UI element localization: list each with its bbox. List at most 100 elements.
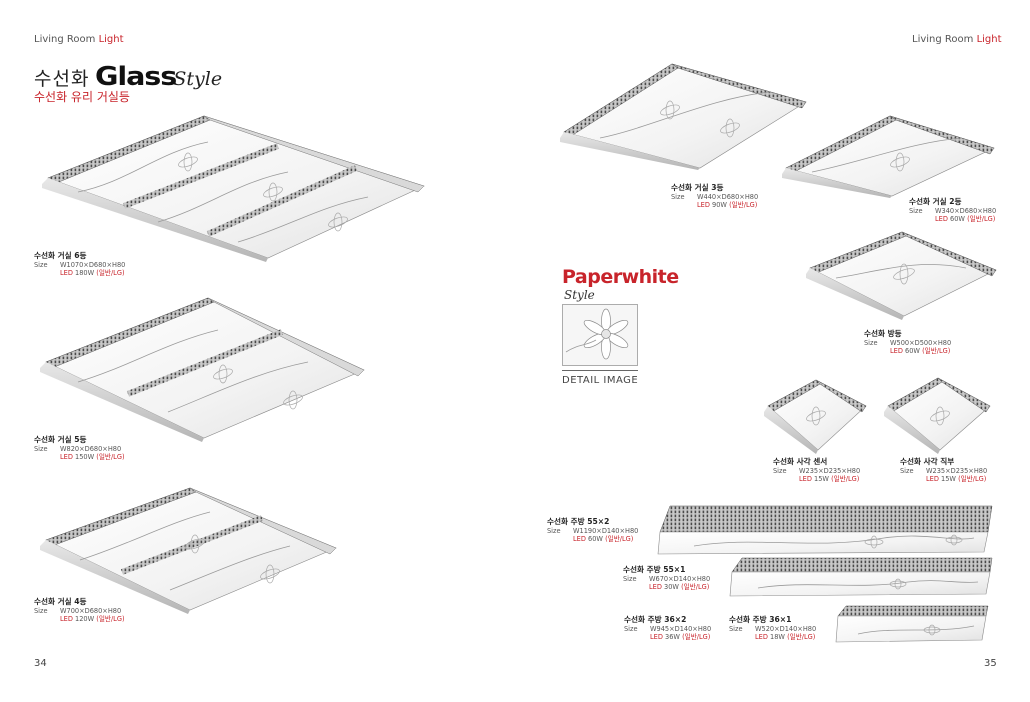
- led-label: LED: [573, 535, 586, 544]
- product-image-kitchen-36x1: [835, 605, 989, 643]
- product-spec: (일반/LG): [605, 535, 634, 544]
- product-size: W945×D140×H80: [650, 625, 712, 633]
- led-label: LED: [926, 475, 939, 484]
- product-size: W700×D680×H80: [60, 607, 122, 615]
- product-image-kitchen-55x2: [657, 505, 993, 555]
- page-header-right: Living Room Light: [912, 34, 1002, 45]
- product-image-kitchen-55x1: [729, 557, 993, 597]
- product-power: 30W: [664, 583, 679, 592]
- product-power: 60W: [588, 535, 603, 544]
- product-power: 120W: [75, 615, 95, 624]
- product-image-room: [806, 231, 997, 320]
- paperwhite-style: Style: [564, 288, 595, 302]
- led-label: LED: [60, 453, 73, 462]
- product-size: W235×D235×H80: [926, 467, 988, 475]
- product-size: W1190×D140×H80: [573, 527, 639, 535]
- product-power: 15W: [814, 475, 829, 484]
- header-text: Living Room: [912, 34, 974, 45]
- product-image-living-4: [40, 487, 337, 614]
- product-name: 수선화 방등: [864, 329, 902, 338]
- product-power: 180W: [75, 269, 95, 278]
- product-name: 수선화 거실 5등: [34, 435, 87, 444]
- product-spec: (일반/LG): [787, 633, 816, 642]
- product-spec: (일반/LG): [958, 475, 987, 484]
- product-spec: (일반/LG): [681, 583, 710, 592]
- size-label: Size: [864, 339, 878, 347]
- series-subtitle: 수선화 유리 거실등: [34, 90, 130, 104]
- size-label: Size: [34, 261, 48, 269]
- product-name: 수선화 거실 3등: [671, 183, 724, 192]
- product-size: W820×D680×H80: [60, 445, 122, 453]
- detail-image: [562, 304, 638, 366]
- product-info: 수선화 사각 센서 Size W235×D235×H80 LED 15W (일반/…: [773, 456, 860, 483]
- led-label: LED: [650, 633, 663, 642]
- size-label: Size: [623, 575, 637, 583]
- led-label: LED: [649, 583, 662, 592]
- product-spec: (일반/LG): [831, 475, 860, 484]
- title-korean: 수선화: [34, 68, 90, 90]
- product-power: 15W: [941, 475, 956, 484]
- product-size: W520×D140×H80: [755, 625, 817, 633]
- led-label: LED: [799, 475, 812, 484]
- page-number-left: 34: [34, 658, 47, 669]
- product-image-square-sensor: [764, 379, 867, 454]
- page-number-right: 35: [984, 658, 997, 669]
- product-power: 60W: [905, 347, 920, 356]
- size-label: Size: [624, 625, 638, 633]
- size-label: Size: [900, 467, 914, 475]
- detail-divider: [562, 370, 638, 371]
- product-size: W670×D140×H80: [649, 575, 711, 583]
- paperwhite-title: Paperwhite: [562, 266, 679, 288]
- led-label: LED: [755, 633, 768, 642]
- size-label: Size: [547, 527, 561, 535]
- product-spec: (일반/LG): [729, 201, 758, 210]
- product-size: W235×D235×H80: [799, 467, 861, 475]
- size-label: Size: [773, 467, 787, 475]
- product-name: 수선화 거실 6등: [34, 251, 87, 260]
- series-title: 수선화 Glass Style: [34, 62, 222, 92]
- header-text: Living Room: [34, 34, 96, 45]
- product-size: W500×D500×H80: [890, 339, 952, 347]
- size-label: Size: [671, 193, 685, 201]
- product-power: 36W: [665, 633, 680, 642]
- product-spec: (일반/LG): [96, 269, 125, 278]
- size-label: Size: [34, 607, 48, 615]
- size-label: Size: [729, 625, 743, 633]
- product-name: 수선화 주방 55×1: [623, 565, 686, 574]
- product-name: 수선화 주방 36×2: [624, 615, 687, 624]
- product-image-square-surface: [884, 377, 991, 454]
- led-label: LED: [697, 201, 710, 210]
- product-name: 수선화 주방 55×2: [547, 517, 610, 526]
- led-label: LED: [60, 615, 73, 624]
- led-label: LED: [60, 269, 73, 278]
- led-label: LED: [935, 215, 948, 224]
- size-label: Size: [909, 207, 923, 215]
- title-style: Style: [173, 68, 223, 90]
- product-image-living-6: [42, 115, 425, 262]
- size-label: Size: [34, 445, 48, 453]
- product-spec: (일반/LG): [922, 347, 951, 356]
- header-accent: Light: [98, 34, 124, 45]
- product-spec: (일반/LG): [682, 633, 711, 642]
- product-name: 수선화 사각 센서: [773, 457, 828, 466]
- product-info: 수선화 주방 55×1 Size W670×D140×H80 LED 30W (일…: [623, 564, 710, 591]
- led-label: LED: [890, 347, 903, 356]
- product-spec: (일반/LG): [96, 615, 125, 624]
- product-size: W340×D680×H80: [935, 207, 997, 215]
- product-spec: (일반/LG): [967, 215, 996, 224]
- product-power: 150W: [75, 453, 95, 462]
- product-name: 수선화 거실 2등: [909, 197, 962, 206]
- product-info: 수선화 주방 36×2 Size W945×D140×H80 LED 36W (일…: [624, 614, 711, 641]
- product-name: 수선화 거실 4등: [34, 597, 87, 606]
- product-power: 18W: [770, 633, 785, 642]
- product-image-living-5: [40, 297, 365, 442]
- header-accent: Light: [976, 34, 1002, 45]
- product-info: 수선화 주방 55×2 Size W1190×D140×H80 LED 60W (…: [547, 516, 638, 543]
- product-info: 수선화 방등 Size W500×D500×H80 LED 60W (일반/LG): [864, 328, 951, 355]
